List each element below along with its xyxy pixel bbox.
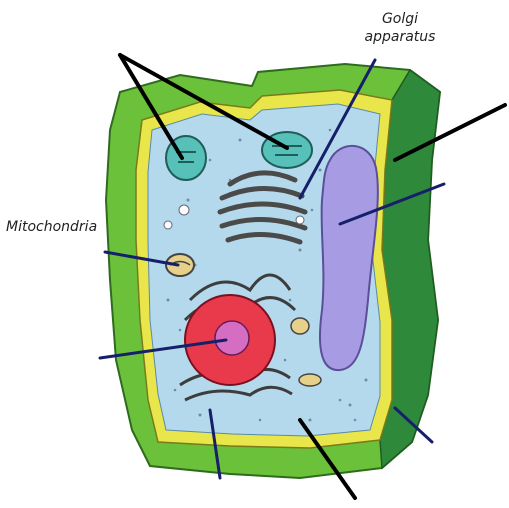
mitochondrion: [299, 374, 321, 386]
mitochondrion: [291, 318, 309, 334]
golgi-label-line1: Golgi: [355, 10, 445, 28]
nucleolus: [215, 321, 249, 355]
mitochondria-label: Mitochondria: [6, 218, 97, 236]
golgi-label: Golgi apparatus: [355, 10, 445, 46]
golgi-label-line2: apparatus: [355, 28, 445, 46]
